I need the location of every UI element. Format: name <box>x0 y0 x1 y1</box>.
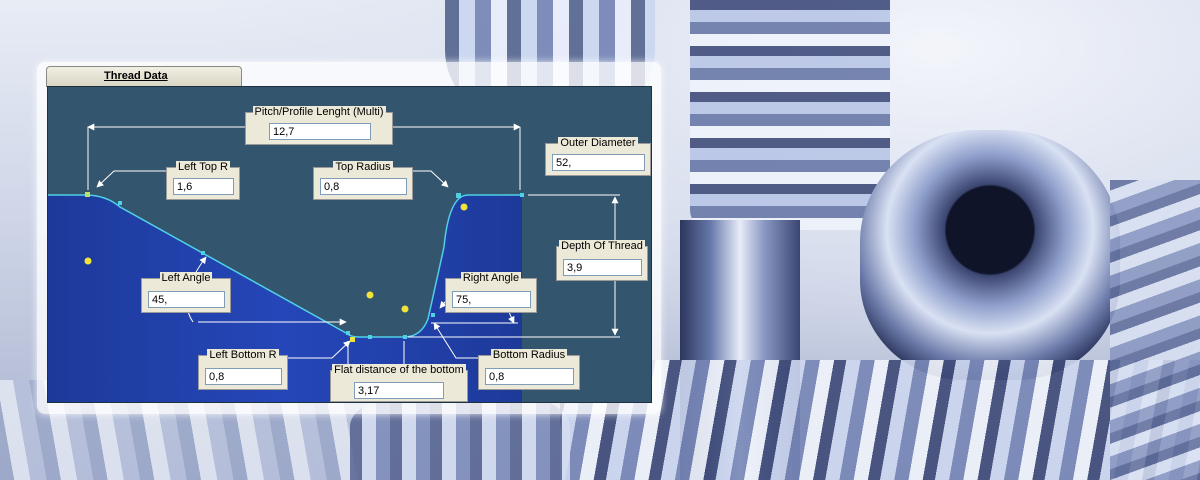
outer-diameter-field-group: Outer Diameter 52, <box>545 136 651 176</box>
outer-diameter-label: Outer Diameter <box>558 137 638 149</box>
left-angle-input[interactable]: 45, <box>148 291 225 308</box>
depth-of-thread-field-group: Depth Of Thread 3,9 <box>556 239 648 281</box>
left-top-r-field-group: Left Top R 1,6 <box>166 160 240 200</box>
flat-distance-input[interactable]: 3,17 <box>354 382 444 399</box>
control-points <box>84 192 524 342</box>
bottom-radius-input[interactable]: 0,8 <box>485 368 574 385</box>
bottom-radius-label: Bottom Radius <box>490 349 568 361</box>
left-angle-label: Left Angle <box>159 272 213 284</box>
ballscrew-image <box>560 360 1200 480</box>
bottom-radius-field-group: Bottom Radius 0,8 <box>478 348 580 390</box>
left-bottom-r-label: Left Bottom R <box>207 349 279 361</box>
flat-distance-field-group: Flat distance of the bottom 3,17 <box>330 363 468 402</box>
pitch-label: Pitch/Profile Lenght (Multi) <box>252 106 386 118</box>
right-angle-label: Right Angle <box>460 272 522 284</box>
depth-of-thread-label: Depth Of Thread <box>559 240 645 252</box>
thread-data-panel: Pitch/Profile Lenght (Multi) 12,7 Outer … <box>47 86 652 403</box>
flat-distance-label: Flat distance of the bottom <box>332 364 466 376</box>
left-top-r-input[interactable]: 1,6 <box>173 178 234 195</box>
pitch-input[interactable]: 12,7 <box>269 123 371 140</box>
right-angle-field-group: Right Angle 75, <box>445 271 537 313</box>
left-bottom-r-input[interactable]: 0,8 <box>205 368 282 385</box>
top-radius-label: Top Radius <box>333 161 393 173</box>
left-top-r-label: Left Top R <box>176 161 230 173</box>
coil-image <box>1110 180 1200 480</box>
threaded-rod-image <box>690 0 890 230</box>
top-radius-field-group: Top Radius 0,8 <box>313 160 413 200</box>
tab-label: Thread Data <box>104 70 168 82</box>
top-radius-input[interactable]: 0,8 <box>320 178 407 195</box>
pitch-field-group: Pitch/Profile Lenght (Multi) 12,7 <box>245 105 393 145</box>
tab-strip: Thread Data <box>46 66 242 87</box>
depth-of-thread-input[interactable]: 3,9 <box>563 259 642 276</box>
outer-diameter-input[interactable]: 52, <box>552 154 645 171</box>
right-angle-input[interactable]: 75, <box>452 291 531 308</box>
tab-thread-data[interactable]: Thread Data <box>46 66 242 87</box>
left-bottom-r-field-group: Left Bottom R 0,8 <box>198 348 288 390</box>
left-angle-field-group: Left Angle 45, <box>141 271 231 313</box>
nut-image <box>860 130 1120 380</box>
thread-profile-diagram <box>48 123 620 402</box>
